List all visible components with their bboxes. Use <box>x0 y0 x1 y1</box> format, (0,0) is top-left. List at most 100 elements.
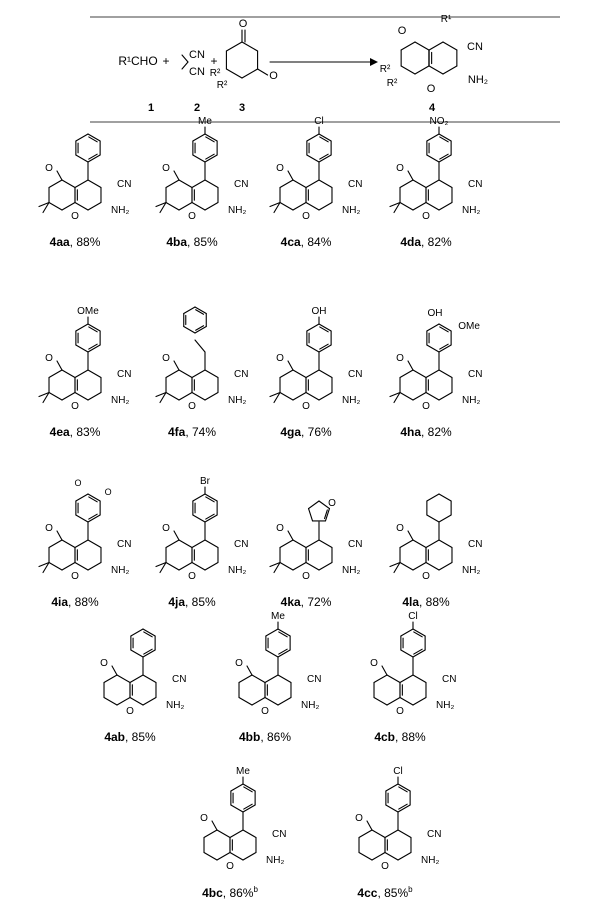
pyran-ring <box>318 369 333 379</box>
aryl-ring <box>318 344 332 353</box>
r2-label: R² <box>210 68 221 79</box>
cyclohexanone-ring <box>216 829 231 839</box>
carbonyl <box>287 360 294 371</box>
pyran-ring <box>242 829 257 839</box>
cyclohexanone-ring <box>412 179 427 189</box>
aryl-ring-double <box>243 786 253 793</box>
methyl <box>273 391 281 404</box>
pyran-ring <box>318 539 333 549</box>
aryl-ring <box>438 154 452 163</box>
r2-label: R² <box>380 64 391 75</box>
nh2-label: NH₂ <box>421 855 439 866</box>
aryl-ring <box>400 649 414 658</box>
aryl-ring-double <box>439 343 449 350</box>
aryl-ring <box>385 783 399 792</box>
aryl-ring <box>400 628 414 637</box>
pyran-ring <box>204 201 219 211</box>
compound-label-4ja: 4ja, 85% <box>168 595 215 609</box>
nh2-label: NH₂ <box>111 565 129 576</box>
aryl-ring <box>192 133 206 142</box>
oxygen-label: O <box>162 163 170 174</box>
aryl-ring-double <box>205 153 215 160</box>
compound-label-4ea: 4ea, 83% <box>50 425 101 439</box>
pyran-ring <box>142 696 157 706</box>
compound-yield: , 85% <box>377 886 409 900</box>
cyclohexanone-ring <box>251 674 266 684</box>
cyclohexanone-ring <box>279 179 294 189</box>
malononitrile-bond <box>181 61 189 70</box>
carbonyl <box>407 360 414 371</box>
methoxy-label: OMe <box>458 321 480 332</box>
product-ring <box>400 65 416 75</box>
aryl-ring <box>230 783 244 792</box>
compound-yield: , 85% <box>125 730 156 744</box>
aryl-ring <box>318 154 332 163</box>
pyran-ring <box>191 561 206 571</box>
compound-label-4ab: 4ab, 85% <box>104 730 155 744</box>
aryl-ring-double <box>398 803 408 810</box>
aryl-ring <box>438 344 452 353</box>
dioxole-oxygen: O <box>105 487 112 497</box>
cyclohexanone-ring <box>203 851 218 861</box>
pyran-ring <box>438 539 453 549</box>
pyran-ring <box>74 201 89 211</box>
cyclohexyl-ring <box>426 493 440 502</box>
carbonyl <box>111 665 118 676</box>
oxygen-label: O <box>162 523 170 534</box>
pyran-ring <box>438 201 453 211</box>
aryl-ring-double <box>319 326 329 333</box>
cyclohexanone-ring <box>48 369 63 379</box>
cyclohexanone-ring <box>292 369 307 379</box>
cyclohexanone-ring <box>61 179 76 189</box>
methyl <box>389 391 401 398</box>
cn-label: CN <box>172 674 186 685</box>
cyclohexanone-ring <box>358 829 373 839</box>
cyclohexanone-ring <box>61 561 76 571</box>
cyclohexanone-ring <box>386 674 401 684</box>
aryl-ring-double <box>319 153 329 160</box>
ring-oxygen-label: O <box>422 211 430 222</box>
cyclohexanone-ring <box>279 391 294 401</box>
cn-label: CN <box>234 369 248 380</box>
methyl <box>393 561 401 574</box>
dimedone-ring <box>225 41 243 52</box>
cn-label: CN <box>117 539 131 550</box>
methyl <box>42 201 50 214</box>
aryl-ring <box>230 804 244 813</box>
oxygen-label: O <box>355 813 363 824</box>
pyran-ring <box>264 696 279 706</box>
compound-label-4ka: 4ka, 72% <box>281 595 332 609</box>
pyran-ring <box>305 369 320 379</box>
pyran-ring <box>129 696 144 706</box>
cyclohexanone-ring <box>412 561 427 571</box>
r1-label: R¹ <box>441 14 452 25</box>
nh2-label: NH₂ <box>462 565 480 576</box>
carbonyl <box>173 360 180 371</box>
malononitrile-bond <box>181 54 189 63</box>
aryl-ring <box>306 323 320 332</box>
cyclohexanone-ring <box>358 851 373 861</box>
compound-number: 4 <box>429 102 436 114</box>
aryl-ring <box>130 628 144 637</box>
cyclohexanone-ring <box>399 391 414 401</box>
methyl <box>269 201 281 208</box>
aryl-ring-double <box>278 648 288 655</box>
carbonyl <box>211 820 218 831</box>
aryl-ring-double <box>88 496 98 503</box>
substituent-label: Me <box>236 766 250 777</box>
aryl-ring <box>385 804 399 813</box>
pyran-ring <box>318 391 333 401</box>
cn-label: CN <box>234 539 248 550</box>
aryl-ring <box>318 323 332 332</box>
cn-label: CN <box>117 369 131 380</box>
carbonyl <box>366 820 373 831</box>
aryl-ring <box>242 783 256 792</box>
